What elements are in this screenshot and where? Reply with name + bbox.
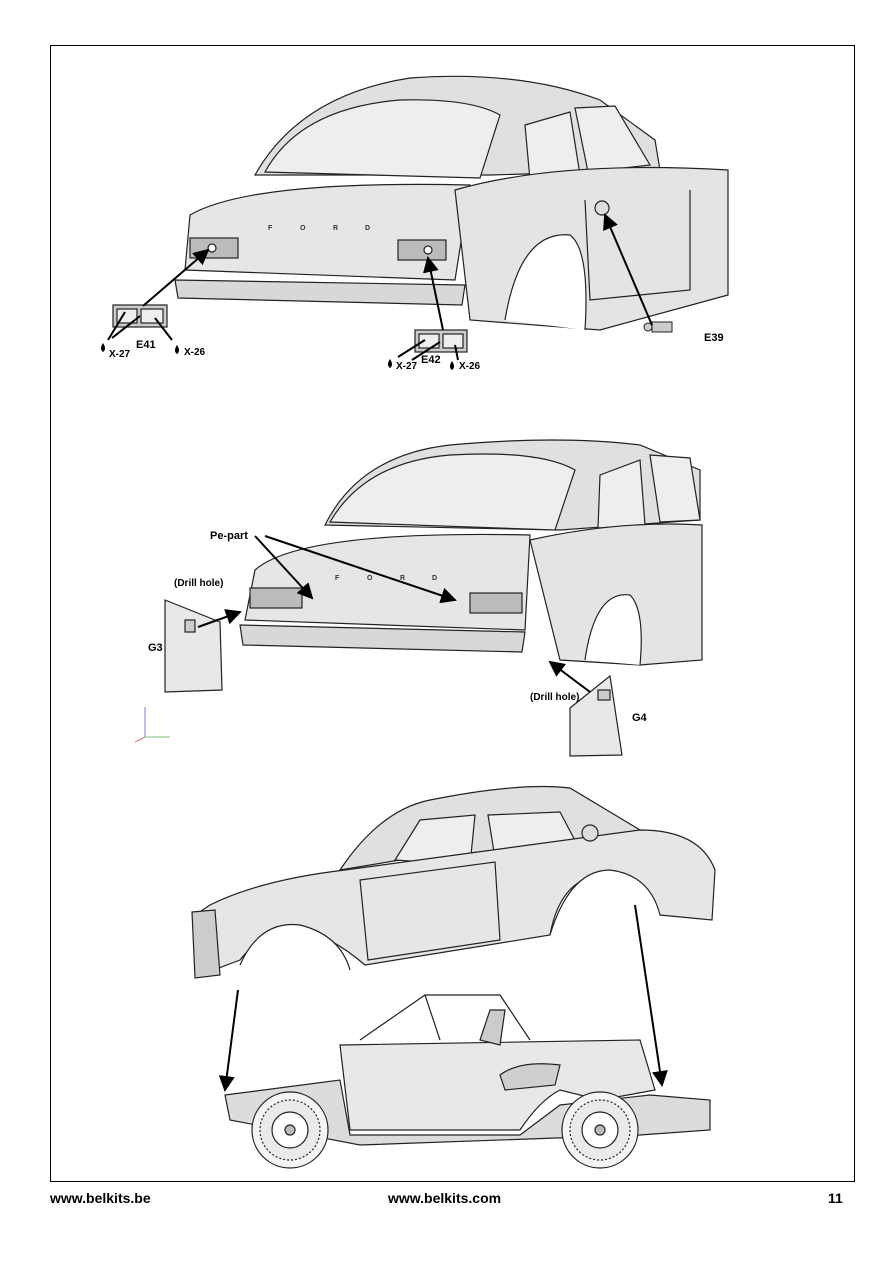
paint-drop-icon <box>388 359 392 368</box>
front-wheel-drawing <box>251 1091 329 1169</box>
badge-letter: D <box>432 575 437 582</box>
badge-letter: F <box>268 225 273 232</box>
badge-letter: F <box>335 575 340 582</box>
step2-badge: F O R D <box>335 575 437 582</box>
part-g3-mud-flap-drawing <box>164 599 223 693</box>
paint-drop-icons <box>101 343 454 370</box>
paint-drop-icon <box>450 361 454 370</box>
step3-arrows <box>218 904 668 1092</box>
part-g4-mud-flap-drawing <box>569 674 623 757</box>
badge-letter: O <box>300 225 306 232</box>
page-number: 11 <box>828 1190 843 1206</box>
badge-letter: R <box>400 575 405 582</box>
footer-website-center[interactable]: www.belkits.com <box>388 1190 502 1206</box>
part-label-g3: G3 <box>148 642 163 654</box>
part-label-g4: G4 <box>632 712 647 724</box>
drill-hole-label: (Drill hole) <box>174 578 224 589</box>
step1-car-rear-view <box>174 75 729 331</box>
drill-hole-label: (Drill hole) <box>530 692 580 703</box>
paint-code-x26: X-26 <box>184 347 206 358</box>
part-e42-drawing <box>414 329 468 353</box>
paint-drop-icon <box>101 343 105 352</box>
badge-letter: O <box>367 575 373 582</box>
footer-website-left[interactable]: www.belkits.be <box>50 1190 151 1206</box>
step1-arrows <box>107 213 653 361</box>
paint-drop-icon <box>175 345 179 354</box>
pe-part-label: Pe-part <box>210 530 248 542</box>
step2-arrows <box>197 535 591 693</box>
part-label-e41: E41 <box>136 339 156 351</box>
paint-code-x26: X-26 <box>459 361 481 372</box>
step2-car-rear-view <box>239 439 703 666</box>
badge-letter: D <box>365 225 370 232</box>
part-label-e39: E39 <box>704 332 724 344</box>
step1-badge: F O R D <box>268 225 370 232</box>
paint-code-x27: X-27 <box>396 361 418 372</box>
part-label-e42: E42 <box>421 354 441 366</box>
rear-wheel-drawing <box>561 1091 639 1169</box>
page-frame <box>50 45 855 1182</box>
part-e39-drawing <box>643 321 673 333</box>
step3-car-body-drawing <box>191 785 716 979</box>
axis-gizmo-icon <box>134 707 170 743</box>
paint-code-x27: X-27 <box>109 349 131 360</box>
badge-letter: R <box>333 225 338 232</box>
